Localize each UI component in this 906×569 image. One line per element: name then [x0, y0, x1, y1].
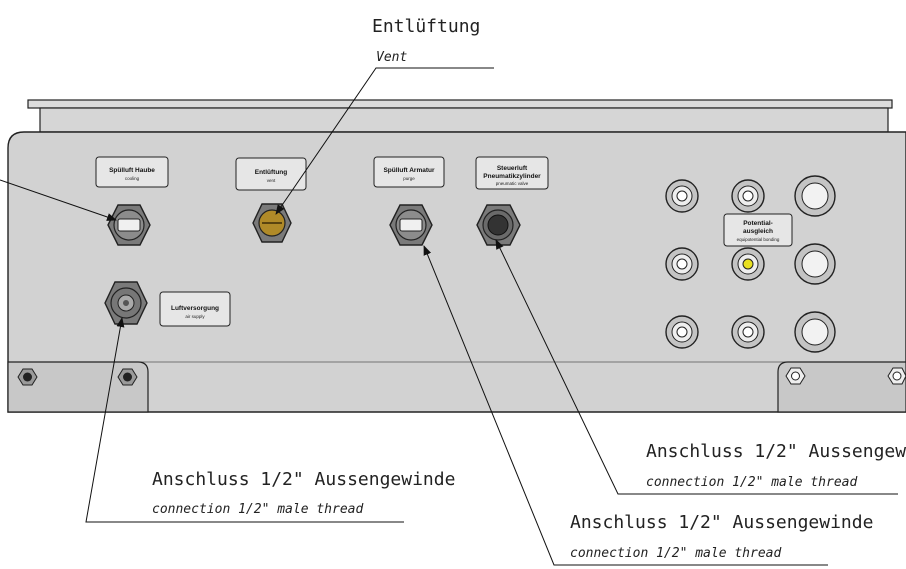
plate-control-air-sublabel: pneumatic valve — [496, 181, 529, 186]
plate-cooling-label: Spülluft Haube — [109, 167, 155, 174]
callout-control-air-title: Anschluss 1/2" Aussengewinde — [646, 441, 906, 462]
plate-air-supply: Luftversorgung air supply — [159, 291, 231, 327]
cable-gland-icon — [731, 315, 765, 349]
callout-purge-subtitle: connection 1/2" male thread — [570, 546, 781, 561]
plate-air-supply-sublabel: air supply — [185, 314, 205, 319]
leader-air-supply — [85, 317, 404, 523]
hex-screw-icon — [17, 368, 38, 386]
vent-fitting-icon — [252, 203, 292, 243]
plate-cooling: Spülluft Haube cooling — [95, 156, 169, 188]
plate-vent-sublabel: vent — [267, 178, 276, 183]
cable-gland-icon — [665, 247, 699, 281]
cable-gland-icon — [665, 179, 699, 213]
callout-vent: Entlüftung Vent — [372, 16, 480, 65]
plate-purge: Spülluft Armatur purge — [373, 156, 445, 188]
cable-gland-large-icon — [794, 243, 836, 285]
plate-purge-sublabel: purge — [403, 176, 415, 181]
callout-control-air: Anschluss 1/2" Aussengewinde connection … — [646, 441, 906, 490]
cable-gland-icon — [731, 179, 765, 213]
cable-gland-large-icon — [794, 311, 836, 353]
plate-purge-label: Spülluft Armatur — [383, 167, 435, 174]
air-supply-fitting-icon — [104, 281, 148, 325]
leader-cooling — [0, 179, 117, 221]
callout-vent-title: Entlüftung — [372, 16, 480, 37]
mounting-foot-right — [777, 361, 906, 413]
hex-screw-icon — [117, 368, 138, 386]
plate-control-air-label-1: Steuerluft — [497, 165, 528, 172]
plate-air-supply-label: Luftversorgung — [171, 305, 219, 312]
callout-purge: Anschluss 1/2" Aussengewinde connection … — [570, 512, 873, 561]
callout-air-supply: Anschluss 1/2" Aussengewinde connection … — [152, 469, 455, 517]
plate-vent-label: Entlüftung — [255, 169, 288, 176]
plate-vent: Entlüftung vent — [235, 157, 307, 191]
plate-bonding-label-1: Potential- — [743, 220, 773, 227]
callout-air-supply-title: Anschluss 1/2" Aussengewinde — [152, 469, 455, 490]
callout-air-supply-subtitle: connection 1/2" male thread — [152, 502, 363, 517]
cooling-fitting-icon — [107, 204, 151, 246]
lid-body — [39, 107, 889, 133]
plate-cooling-sublabel: cooling — [125, 176, 140, 181]
leader-vent — [275, 67, 494, 215]
plate-control-air-label-2: Pneumatikzylinder — [483, 173, 541, 180]
hex-screw-icon — [887, 367, 906, 385]
plate-bonding: Potential- ausgleich equipotential bondi… — [723, 213, 793, 247]
purge-fitting-icon — [389, 204, 433, 246]
leader-purge — [423, 245, 828, 566]
plate-control-air: Steuerluft Pneumatikzylinder pneumatic v… — [475, 156, 549, 190]
control-air-fitting-icon — [476, 204, 521, 246]
mounting-foot-left — [7, 361, 149, 413]
callout-control-air-subtitle: connection 1/2" male thread — [646, 475, 857, 490]
plate-bonding-sublabel: equipotential bonding — [737, 237, 780, 242]
cable-gland-grid — [665, 175, 836, 353]
cable-gland-icon — [665, 315, 699, 349]
bonding-terminal-icon — [731, 247, 765, 281]
callout-vent-subtitle: Vent — [376, 50, 407, 65]
plate-bonding-label-2: ausgleich — [743, 228, 773, 235]
leader-lines — [0, 67, 898, 566]
hex-screw-icon — [785, 367, 806, 385]
callout-purge-title: Anschluss 1/2" Aussengewinde — [570, 512, 873, 533]
lid-flange — [27, 99, 893, 109]
leader-control-air — [495, 239, 898, 495]
cable-gland-large-icon — [794, 175, 836, 217]
